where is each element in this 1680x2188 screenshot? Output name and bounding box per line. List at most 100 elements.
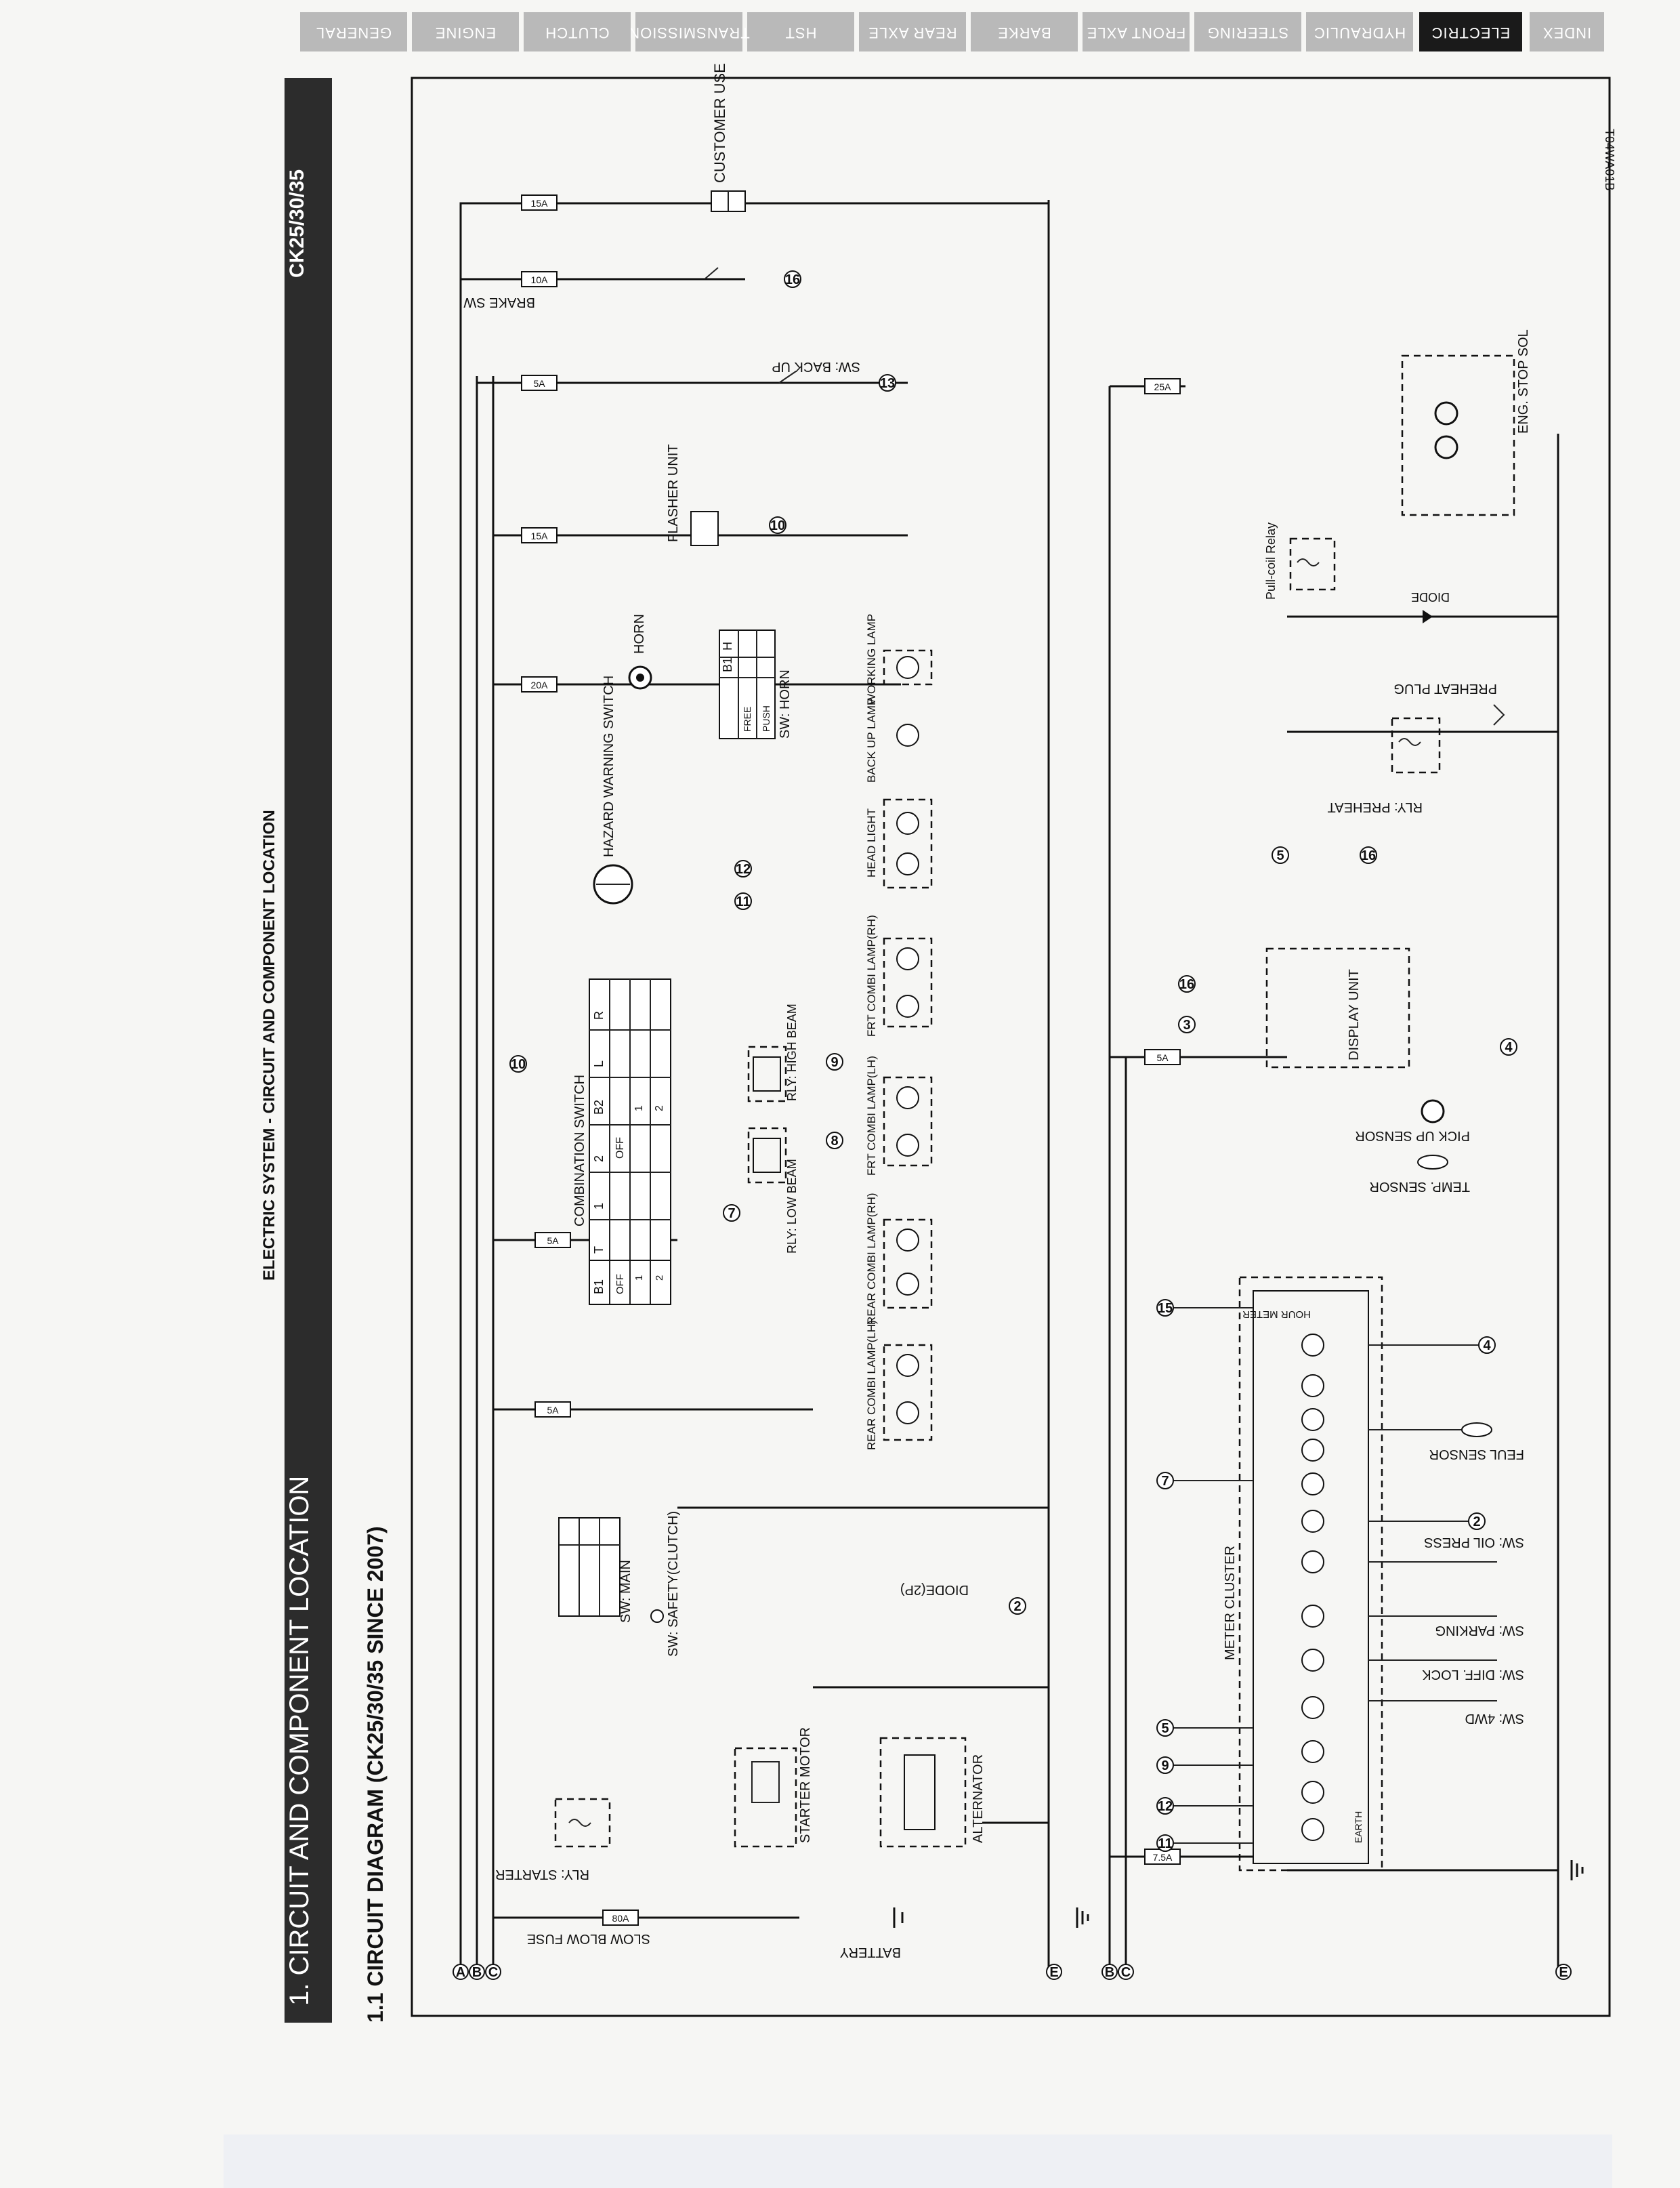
chapter-sidebar-bar <box>285 78 332 2023</box>
lamps-column: WORKING LAMP BACK UP LAMP HEAD LIGHT FRT… <box>865 614 933 1450</box>
svg-text:SW: SAFETY(CLUTCH): SW: SAFETY(CLUTCH) <box>666 1511 681 1657</box>
svg-text:13: 13 <box>880 376 895 391</box>
svg-text:EARTH: EARTH <box>1353 1811 1364 1843</box>
svg-text:C: C <box>488 1965 498 1980</box>
svg-text:SW: HORN: SW: HORN <box>778 669 793 739</box>
svg-text:FLASHER UNIT: FLASHER UNIT <box>666 445 681 542</box>
fuse-display: 5A <box>1144 1049 1181 1065</box>
svg-text:OFF: OFF <box>614 1274 626 1294</box>
fuse-brake: 10A <box>521 271 558 287</box>
svg-text:7: 7 <box>728 1206 735 1221</box>
svg-text:2: 2 <box>592 1155 606 1162</box>
bus-labels-left: A B C E <box>453 1964 1062 1980</box>
svg-text:2: 2 <box>654 1105 665 1111</box>
svg-text:FRT COMBI LAMP(RH): FRT COMBI LAMP(RH) <box>865 915 878 1037</box>
svg-text:1: 1 <box>633 1105 645 1111</box>
svg-text:A: A <box>456 1965 465 1980</box>
circuit-diagram: T04WA01B A B C E B C E <box>411 63 1616 2017</box>
svg-text:5A: 5A <box>547 1405 559 1416</box>
svg-text:RLY: LOW BEAM: RLY: LOW BEAM <box>785 1159 799 1254</box>
svg-text:E: E <box>1559 1965 1568 1980</box>
svg-text:25A: 25A <box>1154 381 1172 392</box>
tab-clutch[interactable]: CLUTCH <box>524 12 631 51</box>
chapter-title: 1. CIRCUIT AND COMPONENT LOCATION <box>285 1476 314 2006</box>
svg-text:RLY: PREHEAT: RLY: PREHEAT <box>1328 800 1423 814</box>
model-header: CK25/30/35 <box>286 169 308 278</box>
svg-text:FREE: FREE <box>742 707 753 732</box>
svg-text:3: 3 <box>1183 1018 1190 1033</box>
svg-text:HYDRAULIC: HYDRAULIC <box>1314 24 1406 41</box>
svg-text:BARKE: BARKE <box>997 24 1051 41</box>
svg-text:15A: 15A <box>531 531 549 541</box>
tab-transmission[interactable]: TRANSMISSION <box>628 12 750 51</box>
tab-rear-axle[interactable]: REAR AXLE <box>859 12 966 51</box>
svg-text:T: T <box>592 1246 606 1254</box>
svg-text:10A: 10A <box>531 274 549 285</box>
relay-high-beam: RLY: HIGH BEAM 9 <box>747 1004 843 1102</box>
subsection-title: 1.1 CIRCUIT DIAGRAM (CK25/30/35 SINCE 20… <box>363 1526 387 2023</box>
svg-text:METER CLUSTER: METER CLUSTER <box>1223 1546 1238 1660</box>
tab-index[interactable]: INDEX <box>1530 12 1604 51</box>
tab-barke[interactable]: BARKE <box>971 12 1078 51</box>
svg-text:REAR COMBI LAMP(LH): REAR COMBI LAMP(LH) <box>865 1320 878 1450</box>
svg-text:STEERING: STEERING <box>1207 24 1288 41</box>
main-switch: SW: MAIN <box>558 1517 633 1623</box>
backup-lamp: BACK UP LAMP <box>865 698 919 783</box>
svg-text:1: 1 <box>592 1203 606 1210</box>
preheat-relay: RLY: PREHEAT <box>1328 717 1441 814</box>
fuse-stop-sol: 25A <box>1144 378 1181 394</box>
bus-labels-right: B C E <box>1101 1964 1572 1980</box>
svg-text:11: 11 <box>1158 1836 1172 1851</box>
rear-combi-lamp-lh: REAR COMBI LAMP(LH) <box>865 1320 933 1450</box>
tab-electric[interactable]: ELECTRIC <box>1419 12 1522 51</box>
svg-text:PREHEAT PLUG: PREHEAT PLUG <box>1393 681 1497 696</box>
svg-text:SW: PARKING: SW: PARKING <box>1435 1623 1524 1638</box>
backup-switch: 13 SW: BACK UP <box>711 359 896 392</box>
svg-text:R: R <box>592 1011 606 1020</box>
doc-code: T04WA01B <box>1603 129 1616 190</box>
tab-general[interactable]: GENERAL <box>300 12 407 51</box>
svg-text:15: 15 <box>1158 1301 1173 1316</box>
tab-engine[interactable]: ENGINE <box>412 12 519 51</box>
svg-text:2: 2 <box>654 1275 665 1281</box>
svg-text:12: 12 <box>1158 1799 1173 1814</box>
svg-text:SW: 4WD: SW: 4WD <box>1465 1711 1524 1726</box>
fuse-combi: 5A <box>534 1232 571 1248</box>
tab-hst[interactable]: HST <box>747 12 854 51</box>
fuse-lamp: 5A <box>534 1401 571 1418</box>
svg-text:16: 16 <box>785 272 800 287</box>
ground-symbol <box>1076 1907 1089 1928</box>
svg-text:WORKING LAMP: WORKING LAMP <box>865 614 878 705</box>
svg-text:REAR AXLE: REAR AXLE <box>868 24 957 41</box>
frt-combi-lamp-rh: FRT COMBI LAMP(RH) <box>865 915 933 1037</box>
horn-switch: H B1 FREE PUSH SW: HORN <box>719 629 793 739</box>
svg-text:12: 12 <box>736 862 751 877</box>
svg-text:10: 10 <box>511 1057 526 1072</box>
svg-text:5A: 5A <box>533 378 545 389</box>
customer-use-socket: CUSTOMER USE <box>711 63 746 212</box>
display-unit: DISPLAY UNIT 16 3 5 16 4 <box>1178 846 1517 1069</box>
svg-text:Pull-coil Relay: Pull-coil Relay <box>1264 522 1278 600</box>
tab-front-axle[interactable]: FRONT AXLE <box>1083 12 1190 51</box>
diode: DIODE <box>1411 590 1450 623</box>
pull-coil-relay: Pull-coil Relay <box>1264 522 1336 600</box>
working-lamp: WORKING LAMP <box>865 614 933 705</box>
svg-text:15A: 15A <box>531 198 549 209</box>
svg-text:SLOW BLOW FUSE: SLOW BLOW FUSE <box>527 1931 650 1946</box>
svg-text:CUSTOMER USE: CUSTOMER USE <box>711 63 728 183</box>
svg-text:BACK UP LAMP: BACK UP LAMP <box>865 698 878 783</box>
svg-text:RLY: HIGH BEAM: RLY: HIGH BEAM <box>785 1004 799 1101</box>
starter-relay: RLY: STARTER <box>495 1798 611 1882</box>
slow-blow-fuse: SLOW BLOW FUSE <box>527 1931 650 1946</box>
svg-text:DIODE: DIODE <box>1411 590 1450 604</box>
svg-text:H: H <box>721 642 734 651</box>
tab-hydraulic[interactable]: HYDRAULIC <box>1306 12 1413 51</box>
svg-text:11: 11 <box>736 894 750 909</box>
battery: BATTERY <box>840 1907 904 1960</box>
tab-steering[interactable]: STEERING <box>1194 12 1301 51</box>
cluster-sensors: FEUL SENSOR SW: OIL PRESS SW: PARKING SW… <box>1422 1422 1524 1726</box>
starter-motor: STARTER MOTOR <box>734 1727 813 1848</box>
svg-text:16: 16 <box>1361 848 1376 863</box>
svg-text:ELECTRIC: ELECTRIC <box>1431 24 1511 41</box>
